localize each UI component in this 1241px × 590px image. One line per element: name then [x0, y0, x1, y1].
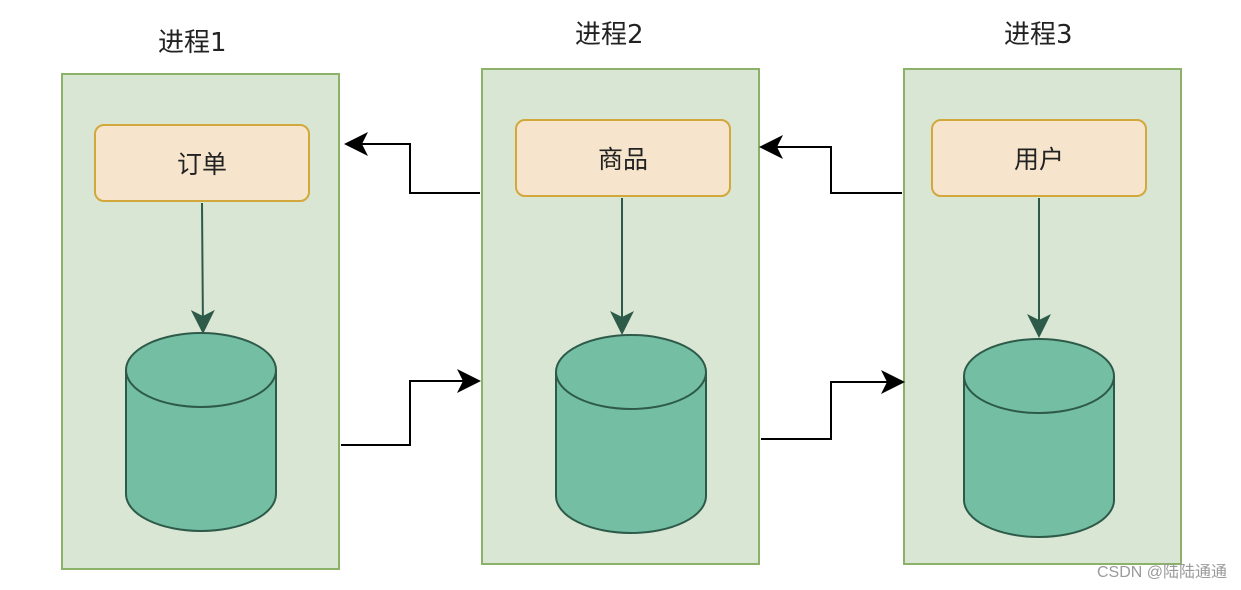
process-1-title: 进程1	[158, 28, 227, 58]
process-3-title: 进程3	[1004, 20, 1073, 50]
process-2-database-icon	[555, 334, 707, 534]
process-1-to-process-2-arrow	[341, 369, 481, 446]
process-2-title: 进程2	[575, 20, 644, 50]
watermark: CSDN @陆陆通通	[1096, 564, 1227, 581]
process-2-to-process-1-arrow	[344, 132, 480, 194]
process-1-module[interactable]: 订单	[94, 124, 310, 202]
process-3-database-icon	[963, 338, 1115, 538]
process-3-module[interactable]: 用户	[931, 119, 1147, 197]
process-1-module-to-db-arrow	[190, 202, 215, 334]
process-2-module[interactable]: 商品	[515, 119, 731, 197]
process-2-to-process-3-arrow	[761, 370, 905, 440]
process-3-to-process-2-arrow	[759, 135, 902, 194]
process-1-database-icon	[125, 332, 277, 532]
